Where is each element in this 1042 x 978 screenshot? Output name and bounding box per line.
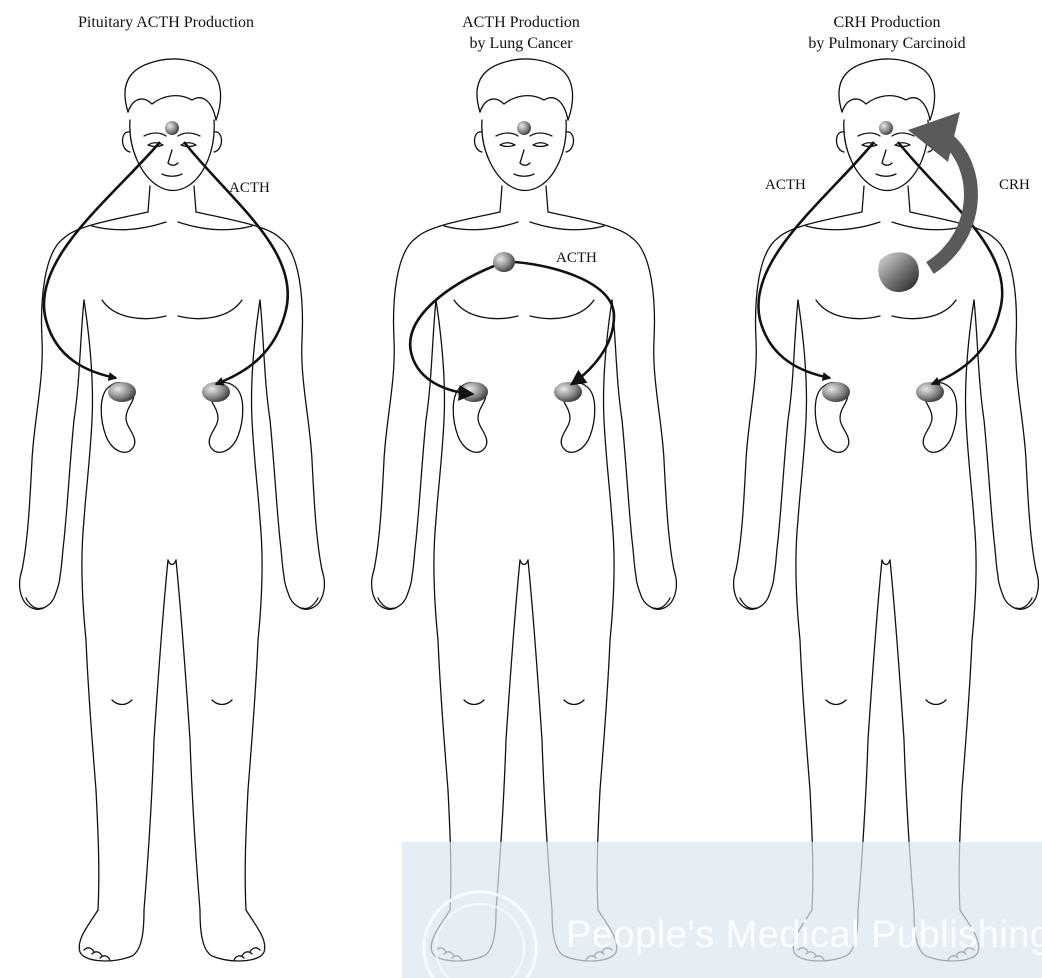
- watermark-text: People's Medical Publishing: [566, 914, 1042, 957]
- panel-3-acth-arrow-left: [758, 142, 874, 378]
- figure-1: [20, 59, 325, 961]
- panel-2-acth-arrow-right: [515, 262, 614, 384]
- figure-2: [372, 59, 677, 961]
- panel-1-acth-arrow-left: [44, 142, 160, 378]
- panel-3-carcinoid-tumor: [878, 252, 919, 292]
- panel-2-acth-arrow-left: [410, 266, 494, 394]
- watermark-logo: [420, 878, 540, 978]
- panel-2-lung-tumor: [493, 252, 515, 272]
- figure-3: [734, 59, 1039, 961]
- panel-3-crh-arrow: [930, 140, 971, 268]
- panel-1-acth-arrow-right: [184, 142, 288, 384]
